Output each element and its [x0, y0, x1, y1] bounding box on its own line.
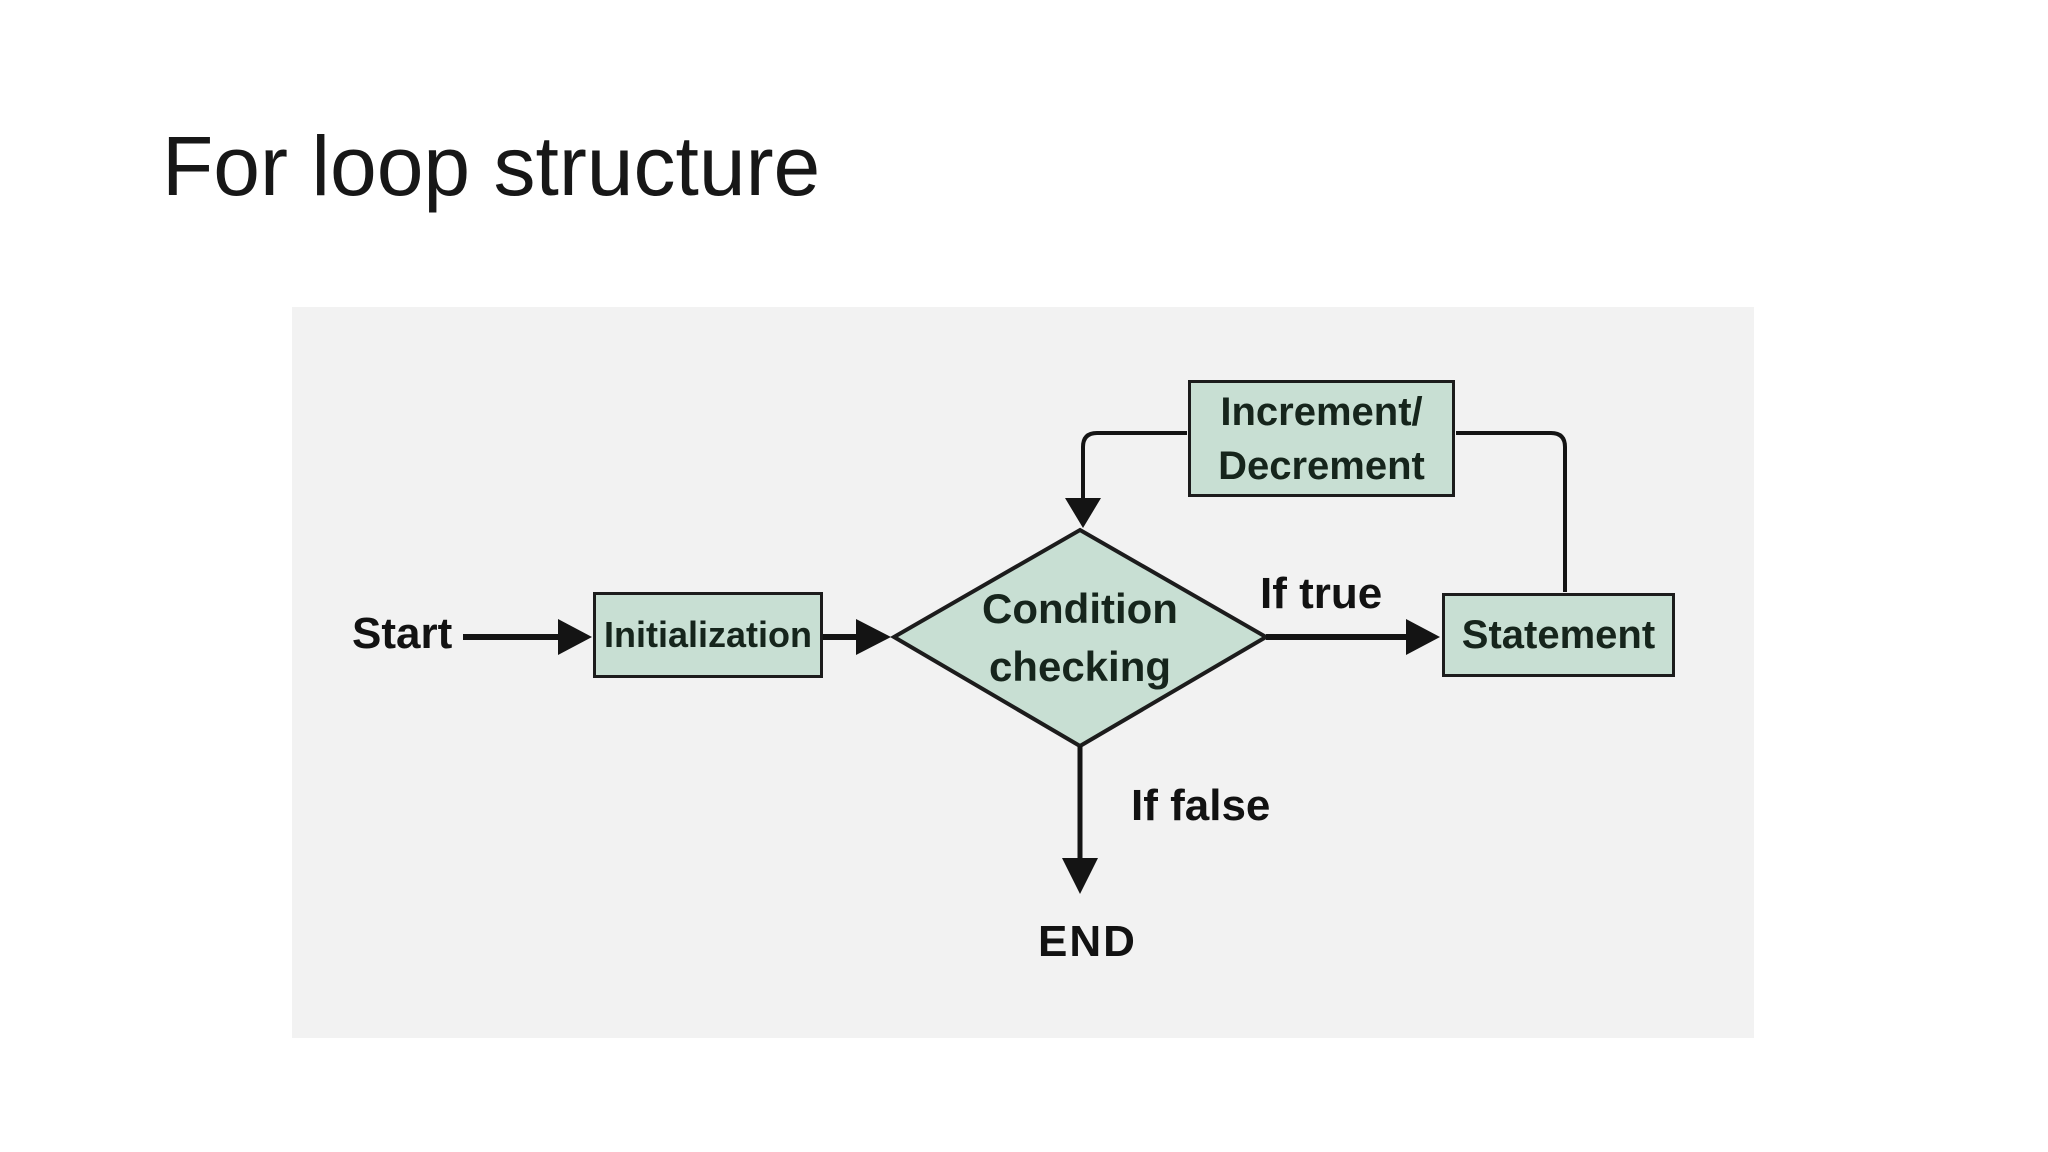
node-increment-line1: Increment/	[1220, 389, 1423, 434]
page-title: For loop structure	[162, 119, 821, 213]
node-increment-decrement: Increment/ Decrement	[1188, 380, 1455, 497]
node-increment-line2: Decrement	[1218, 443, 1425, 488]
start-label: Start	[352, 609, 453, 658]
node-statement-label: Statement	[1461, 613, 1656, 657]
node-initialization: Initialization	[593, 592, 823, 678]
if-false-label: If false	[1131, 781, 1271, 830]
if-true-label: If true	[1260, 569, 1383, 618]
node-condition-label: Condition checking	[982, 585, 1178, 690]
node-initialization-label: Initialization	[603, 613, 812, 655]
node-statement: Statement	[1442, 593, 1675, 677]
end-label: END	[1038, 917, 1137, 966]
